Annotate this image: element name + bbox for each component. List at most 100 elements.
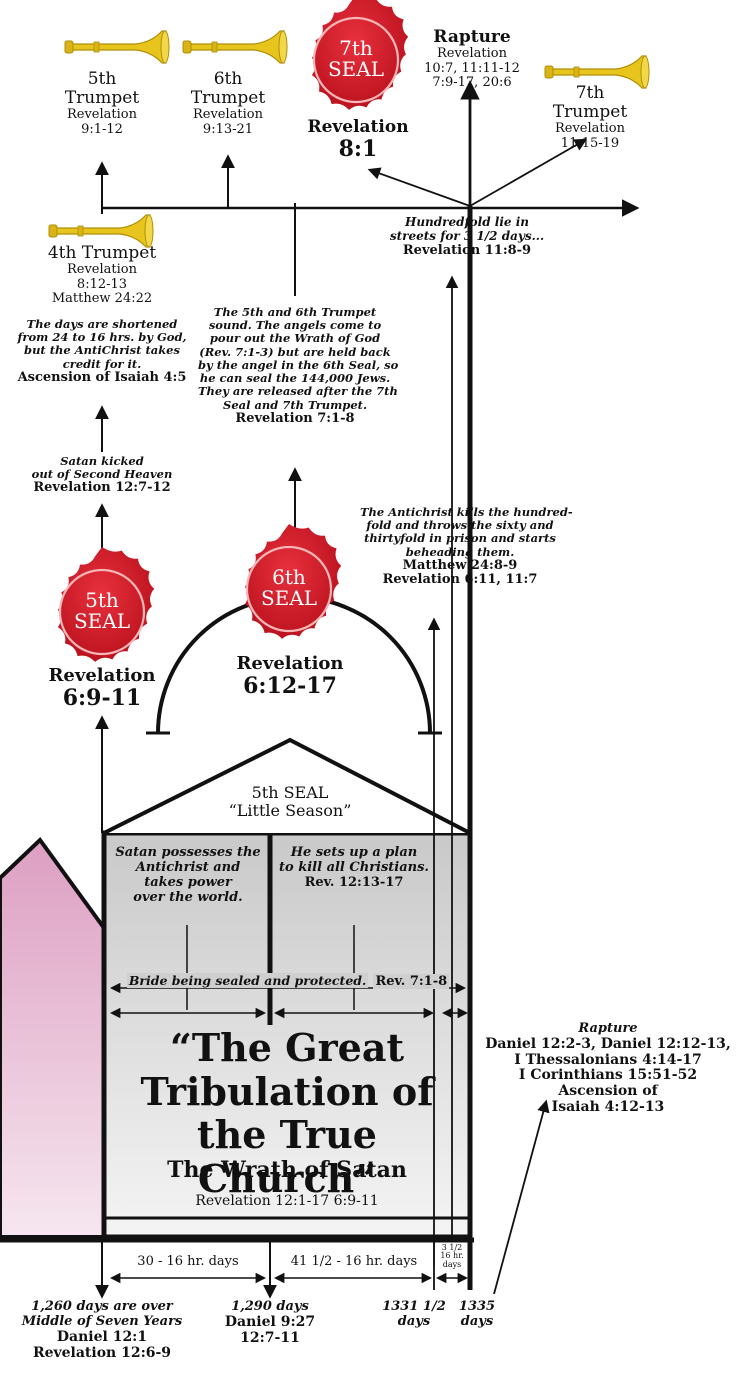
seal-5th-ref-title: Revelation — [48, 665, 156, 686]
house-subtitle: The Wrath of Satan — [167, 1157, 407, 1183]
rapture-bottom-l1: Daniel 12:2-3, Daniel 12:12-13, — [485, 1035, 731, 1052]
house-left-l3: takes power — [144, 874, 232, 890]
trumpet-4th-text: 4th Trumpet Revelation 8:12-13 Matthew 2… — [12, 243, 192, 307]
note-antichrist-l1: The Antichrist kills the hundred- — [360, 505, 573, 519]
rapture-bottom-l2: I Thessalonians 4:14-17 — [514, 1051, 702, 1068]
note-hundredfold-l1: Hundredfold lie in — [404, 215, 530, 229]
marker-1260-ref2: Revelation 12:6-9 — [32, 1344, 172, 1361]
note-satan-kicked-ref: Revelation 12:7-12 — [33, 480, 171, 496]
trumpet-5th-text: 5th Trumpet Revelation 9:1-12 — [52, 69, 152, 137]
note-antichrist-l3: thirtyfold in prison and starts — [364, 531, 556, 546]
seal-5th-label: 5th SEAL — [62, 590, 142, 632]
span-41-days: 41 1/2 - 16 hr. days — [290, 1254, 418, 1269]
house-ref: Revelation 12:1-17 6:9-11 — [195, 1193, 379, 1209]
trumpet-4th-ref-title: Revelation — [66, 262, 137, 278]
seal-7th-ref: Revelation 8:1 — [296, 117, 420, 162]
marker-1335-l1: 1335 — [458, 1299, 496, 1314]
trumpet-5th-ref: 9:1-12 — [81, 121, 123, 137]
rapture-top-ref1: 10:7, 11:11-12 — [424, 60, 520, 76]
title-line2: Tribulation of — [140, 1068, 434, 1114]
seal-6th-line2: SEAL — [260, 586, 318, 610]
trumpet-7th-name: 7th — [575, 83, 605, 103]
note-hundredfold: Hundredfold lie in streets for 3 1/2 day… — [384, 215, 550, 258]
rapture-bottom-l5: Isaiah 4:12-13 — [551, 1098, 665, 1115]
span-30-days: 30 - 16 hr. days — [137, 1254, 239, 1269]
marker-1260-l1: 1,260 days are over — [31, 1299, 173, 1314]
note-wrath: The 5th and 6th Trumpet sound. The angel… — [198, 305, 399, 426]
marker-1335-l2: days — [460, 1313, 494, 1329]
rapture-top-ref-title: Revelation — [436, 46, 507, 62]
marker-1335: 1335 days — [452, 1299, 502, 1330]
note-hundredfold-l2: streets for 3 1/2 days... — [389, 228, 545, 243]
seal-6th-line1: 6th — [272, 565, 306, 589]
trumpet-5th-ref-title: Revelation — [66, 107, 137, 123]
marker-1290-l1: 1,290 days — [231, 1299, 309, 1314]
trumpet-5th-icon — [64, 30, 170, 64]
trumpet-5th-label: Trumpet — [64, 88, 140, 109]
marker-1260-ref1: Daniel 12:1 — [56, 1328, 148, 1345]
note-antichrist-ref1: Matthew 24:8-9 — [402, 557, 518, 573]
note-satan-kicked-l1: Satan kicked — [60, 454, 144, 468]
great-tribulation-title: “The Great Tribulation of the True Churc… — [104, 1026, 470, 1201]
trumpet-7th-ref: 11:15-19 — [560, 135, 620, 151]
note-wrath-l7: They are released after the 7th — [198, 384, 398, 399]
seal-6th-label: 6th SEAL — [249, 567, 329, 609]
marker-1331-l1: 1331 1/2 — [382, 1299, 446, 1314]
house-left-l4: over the world. — [133, 889, 243, 905]
note-satan-kicked-l2: out of Second Heaven — [31, 467, 173, 482]
trumpet-6th-text: 6th Trumpet Revelation 9:13-21 — [176, 69, 280, 137]
trumpet-4th-name: 4th Trumpet — [47, 243, 157, 263]
trumpet-7th-label: Trumpet — [552, 102, 628, 123]
seal-5th-line1: 5th — [85, 588, 119, 612]
span-3-days: 3 1/2 16 hr. days — [436, 1243, 468, 1269]
marker-1290-ref2: 12:7-11 — [240, 1329, 300, 1346]
trumpet-6th-ref: 9:13-21 — [202, 121, 254, 137]
house-right-note: He sets up a plan to kill all Christians… — [274, 845, 434, 890]
note-antichrist-ref2: Revelation 6:11, 11:7 — [382, 572, 538, 588]
house-roof-l1: 5th SEAL — [251, 783, 329, 802]
seal-6th-ref-title: Revelation — [236, 653, 344, 674]
house-left-l2: Antichrist and — [135, 859, 241, 875]
pink-building — [0, 836, 106, 1239]
trumpet-5th-name: 5th — [87, 69, 117, 89]
note-wrath-l8: Seal and 7th Trumpet. — [223, 397, 367, 412]
span-3-l2: 16 hr. — [440, 1251, 464, 1261]
seal-7th-label: 7th SEAL — [316, 38, 396, 80]
rapture-bottom: Rapture Daniel 12:2-3, Daniel 12:12-13, … — [484, 1021, 732, 1115]
rapture-top-title: Rapture — [433, 27, 511, 47]
note-wrath-l1: The 5th and 6th Trumpet — [213, 305, 377, 319]
note-shortened-l4: credit for it. — [62, 356, 142, 371]
house-left-l1: Satan possesses the — [115, 845, 261, 860]
note-shortened-l3: but the AntiChrist takes — [24, 343, 180, 358]
seal-7th-line2: SEAL — [327, 57, 385, 81]
marker-1260-l2: Middle of Seven Years — [21, 1313, 183, 1329]
house-right-l1: He sets up a plan — [290, 845, 418, 860]
trumpet-6th-icon — [182, 30, 288, 64]
trumpet-4th-ref2: Matthew 24:22 — [51, 291, 153, 307]
house-bride-ref: Rev. 7:1-8 — [373, 974, 450, 989]
rapture-top-ref2: 7:9-17, 20:6 — [432, 75, 512, 91]
note-wrath-l3: pour out the Wrath of God — [209, 331, 381, 346]
house-bride-text: Bride being sealed and protected. — [126, 973, 369, 988]
seal-6th-ref: Revelation 6:12-17 — [222, 653, 358, 699]
note-wrath-l6: he can seal the 144,000 Jews. — [199, 371, 391, 386]
rapture-bottom-l3: I Corinthians 15:51-52 — [518, 1067, 698, 1084]
note-wrath-l5: by the angel in the 6th Seal, so — [198, 357, 399, 372]
house-right-ref: Rev. 12:13-17 — [304, 874, 404, 890]
house-bride-note: Bride being sealed and protected. Rev. 7… — [112, 971, 464, 990]
note-wrath-l4: (Rev. 7:1-3) but are held back — [199, 344, 391, 359]
marker-1331-l2: days — [397, 1313, 431, 1329]
marker-1290-ref1: Daniel 9:27 — [224, 1313, 316, 1330]
note-shortened: The days are shortened from 24 to 16 hrs… — [16, 317, 188, 385]
trumpet-6th-ref-title: Revelation — [192, 107, 263, 123]
span-3-l3: days — [442, 1259, 462, 1269]
note-satan-kicked: Satan kicked out of Second Heaven Revela… — [20, 454, 184, 496]
note-shortened-l1: The days are shortened — [26, 317, 178, 331]
note-wrath-ref: Revelation 7:1-8 — [235, 410, 355, 426]
house-left-note: Satan possesses the Antichrist and takes… — [108, 845, 268, 906]
marker-1290: 1,290 days Daniel 9:27 12:7-11 — [210, 1299, 330, 1346]
house-roof-l2: “Little Season” — [228, 800, 352, 820]
trumpet-7th-text: 7th Trumpet Revelation 11:15-19 — [535, 83, 645, 151]
marker-1331: 1331 1/2 days — [382, 1299, 446, 1330]
trumpet-7th-ref-title: Revelation — [554, 121, 625, 137]
